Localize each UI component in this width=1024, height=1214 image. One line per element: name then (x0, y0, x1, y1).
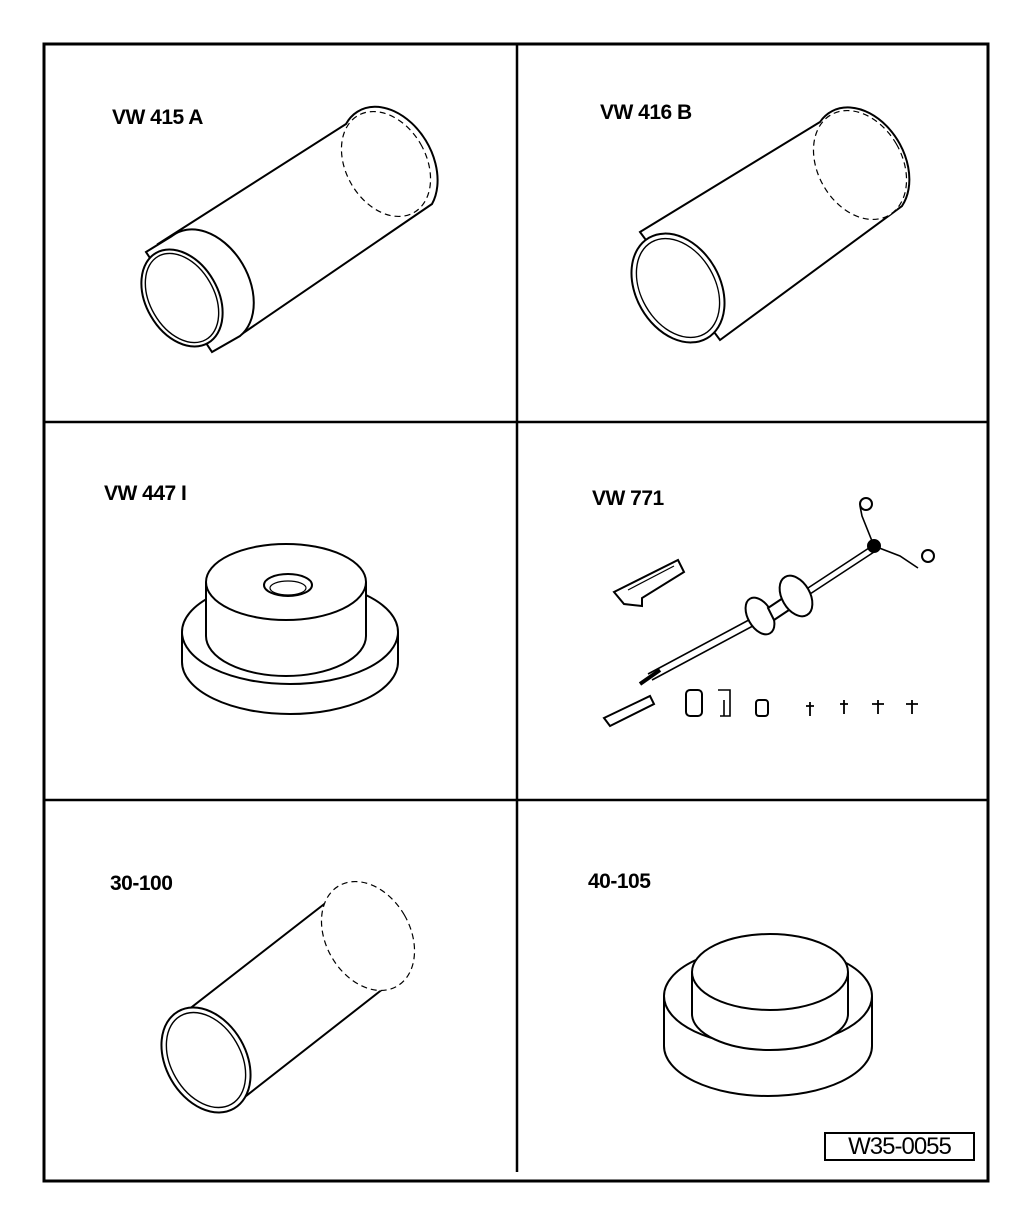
tool-label-vw-771: VW 771 (592, 487, 664, 510)
slide-hammer-vw-771-drawing (602, 497, 935, 728)
tool-label-vw-416-b: VW 416 B (600, 101, 692, 124)
tool-label-vw-447-i: VW 447 I (104, 482, 187, 505)
disc-vw-447-i-drawing (181, 543, 399, 715)
tool-label-vw-415-a: VW 415 A (112, 106, 203, 129)
tool-label-40-105: 40-105 (588, 870, 651, 893)
disc-40-105-drawing (663, 933, 873, 1097)
sleeve-vw-415-a-drawing (140, 105, 439, 354)
tool-label-30-100: 30-100 (110, 872, 173, 895)
sleeve-30-100-drawing (160, 880, 416, 1114)
sleeve-vw-416-b-drawing (630, 106, 911, 344)
figure-code-box: W35-0055 (824, 1132, 975, 1161)
